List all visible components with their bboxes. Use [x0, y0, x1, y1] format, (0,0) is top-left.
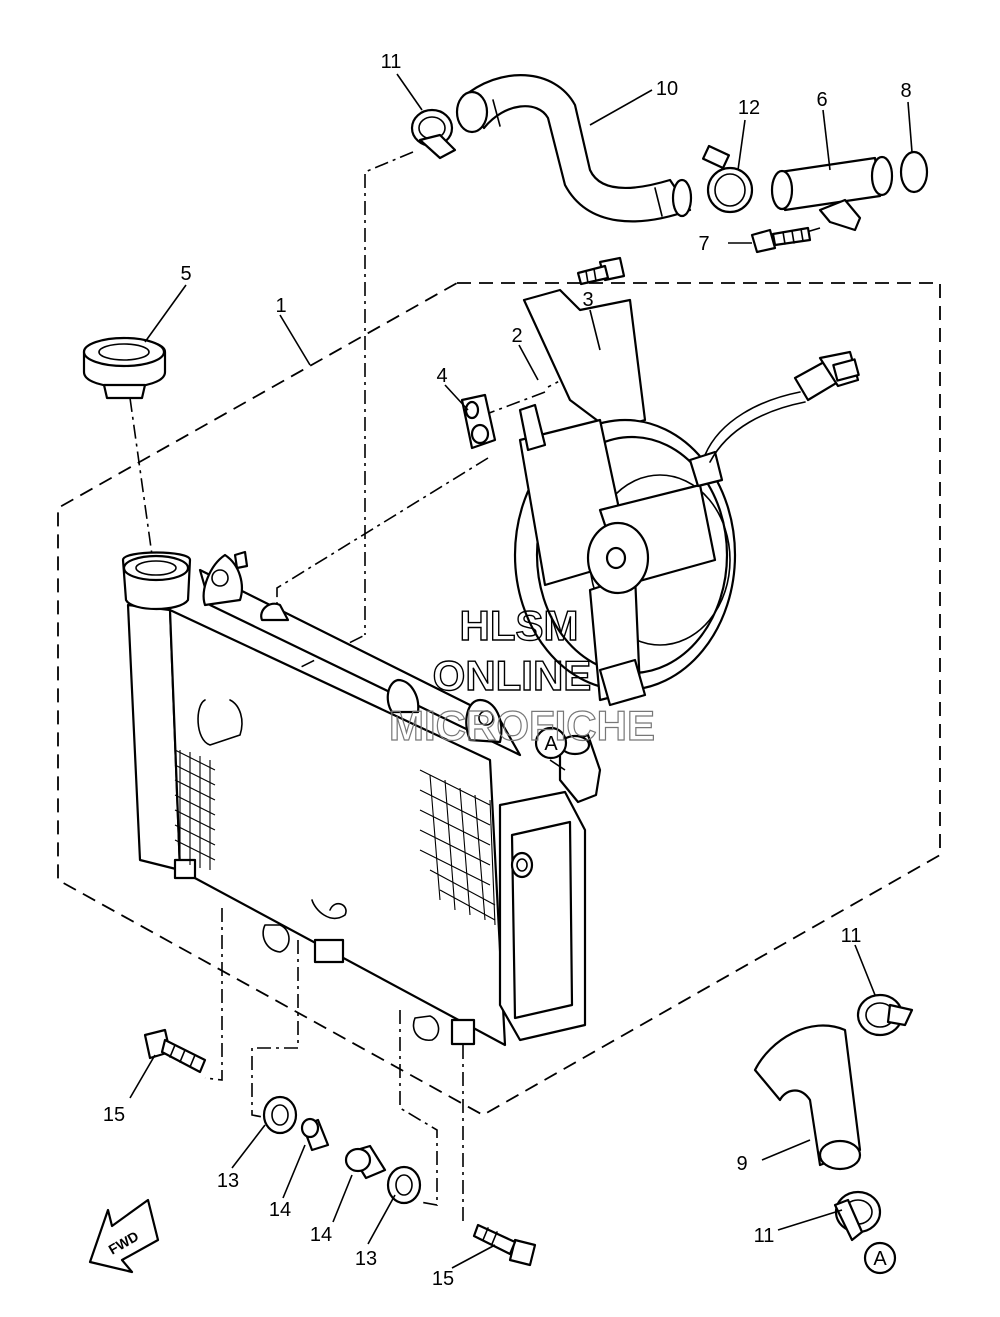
hose-clamp-12 [701, 144, 754, 214]
radiator-cap [82, 336, 167, 400]
cooling-fan [513, 288, 737, 707]
radiator-core-mesh [174, 749, 496, 926]
watermark-line-1: HLSM [460, 602, 579, 649]
callout-15-left: 15 [103, 1104, 125, 1126]
callout-11-right: 11 [841, 925, 862, 947]
collar-14-right [344, 1144, 387, 1180]
callout-5: 5 [180, 263, 191, 285]
hose-clamp-top [410, 108, 457, 160]
grommet-13-left [262, 1095, 298, 1135]
radiator [121, 550, 602, 1047]
fan-bolt [576, 256, 626, 286]
bolt-15-left [143, 1028, 207, 1074]
callout-14-left: 14 [269, 1199, 291, 1221]
grommet-13-right [386, 1165, 422, 1205]
callout-1: 1 [275, 295, 286, 317]
o-ring [899, 150, 929, 194]
callout-10: 10 [656, 78, 678, 100]
reference-marker-a-bottom: A [863, 1241, 897, 1275]
bolt-7 [750, 226, 812, 254]
reference-marker-a-top: A [534, 726, 568, 760]
fan-wire-connector [704, 350, 860, 463]
callout-14-right: 14 [310, 1224, 332, 1246]
callout-numbers: 11 10 12 6 8 7 5 1 2 3 4 11 9 11 15 13 1… [103, 51, 912, 1290]
hose-clamp-right [856, 993, 914, 1037]
callout-11-bottom: 11 [754, 1225, 775, 1247]
callout-12: 12 [738, 97, 760, 119]
callout-8: 8 [900, 80, 911, 102]
watermark-line-3: MICROFICHE [389, 702, 655, 749]
collar-14-left [300, 1117, 330, 1152]
leader-lines [129, 73, 913, 1269]
upper-hose [455, 74, 693, 223]
hose-clamp-bottom [833, 1190, 882, 1242]
callout-2: 2 [511, 325, 522, 347]
callout-4: 4 [436, 365, 447, 387]
callout-6: 6 [816, 89, 827, 111]
bolt-15-right [472, 1223, 537, 1267]
fwd-arrow: FWD [88, 1198, 160, 1274]
callout-7: 7 [698, 233, 709, 255]
callout-15-right: 15 [432, 1268, 454, 1290]
lower-hose [753, 1024, 862, 1171]
callout-3: 3 [582, 289, 593, 311]
ref-letter-a-bottom: A [873, 1248, 887, 1270]
ref-letter-a-top: A [544, 733, 558, 755]
coolant-pipe [770, 155, 894, 232]
callout-13-right: 13 [355, 1248, 377, 1270]
watermark-line-2: ONLINE [433, 652, 592, 699]
watermark: HLSM ONLINE MICROFICHE [388, 601, 655, 749]
callout-13-left: 13 [217, 1170, 239, 1192]
callout-11-top: 11 [381, 51, 402, 73]
callout-9: 9 [736, 1153, 747, 1175]
fan-bracket [460, 393, 497, 450]
